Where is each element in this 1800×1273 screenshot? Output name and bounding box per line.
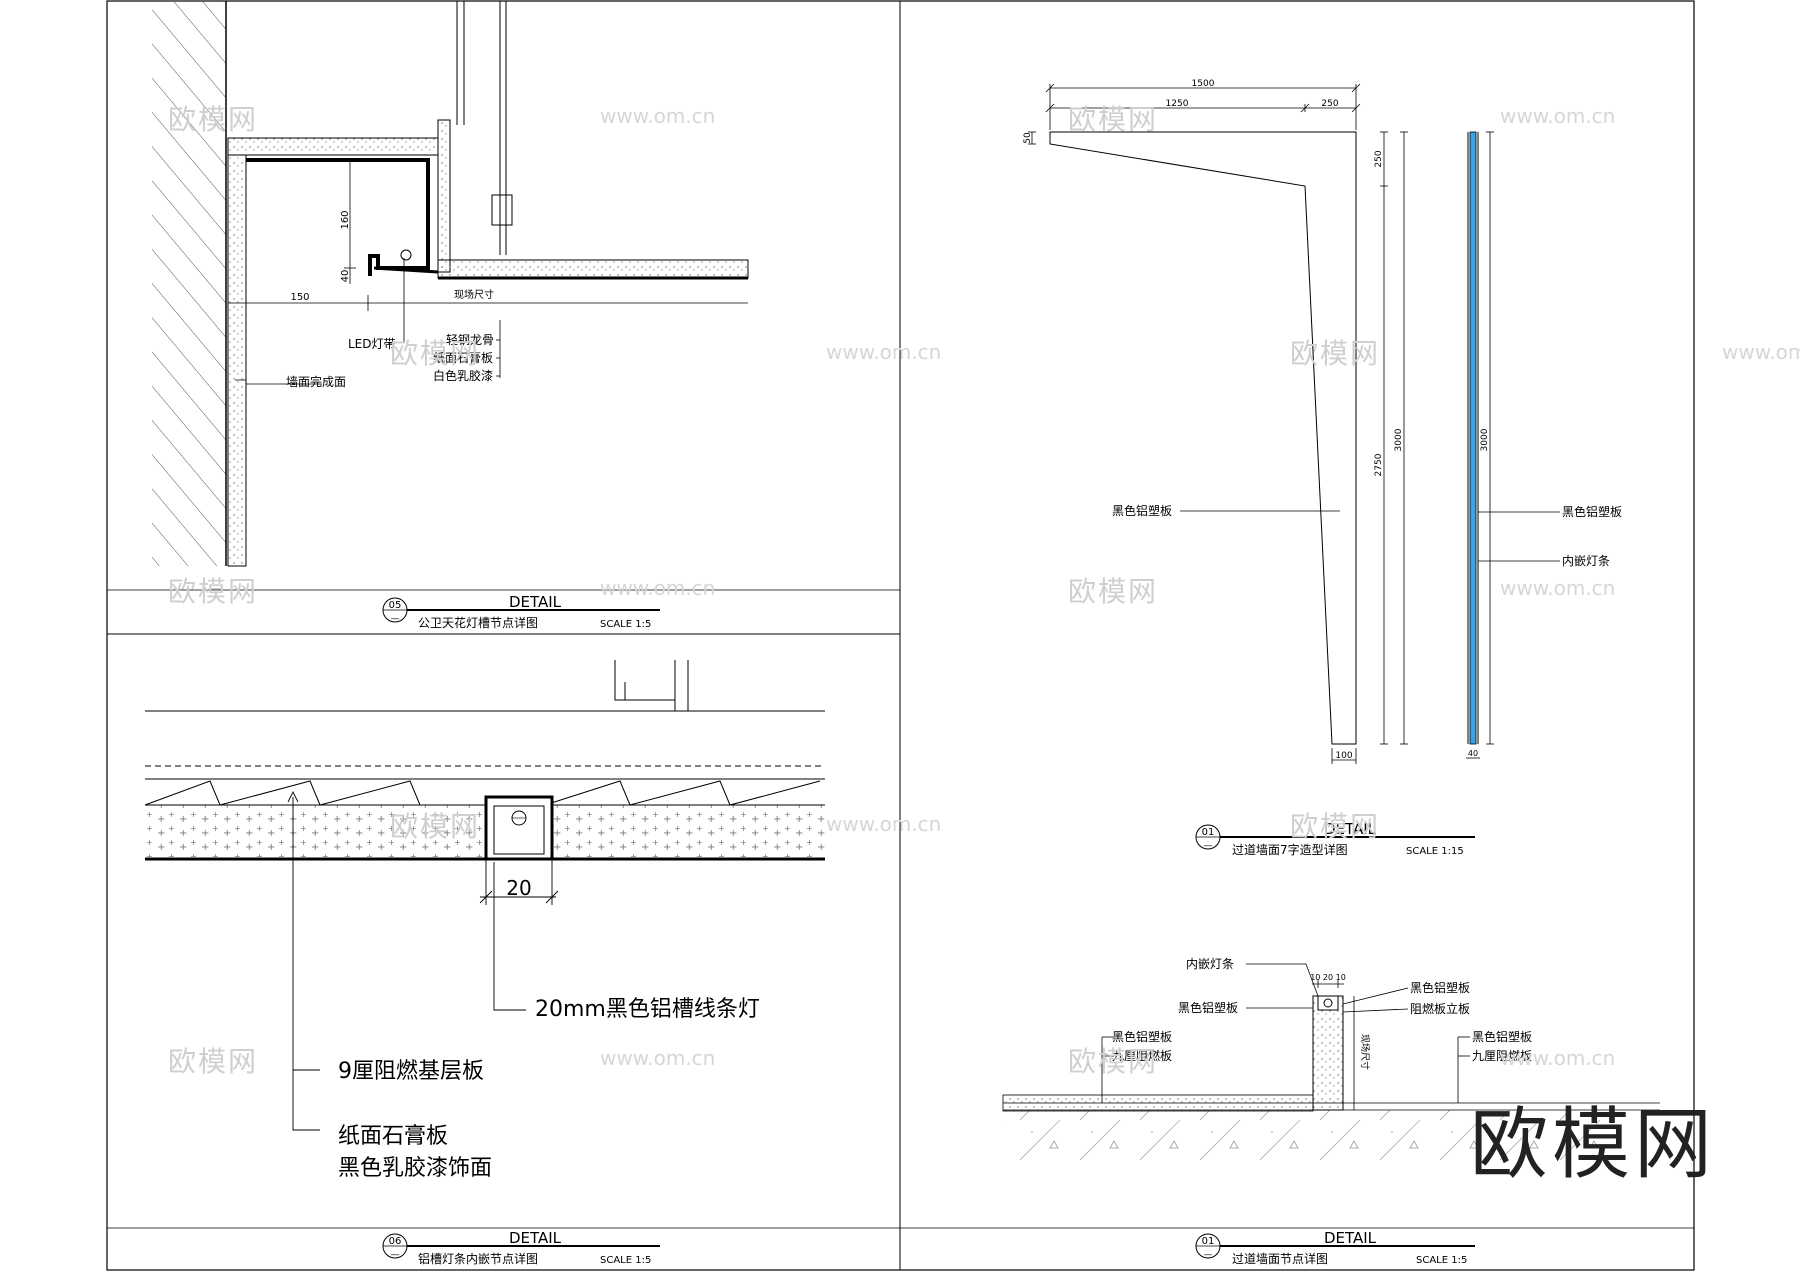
detail-05-title-block: 05 — DETAIL 公卫天花灯槽节点详图 SCALE 1:5 [382, 593, 660, 630]
detail-01a-sub: — [1204, 841, 1213, 851]
detail-06-heading: DETAIL [509, 1229, 562, 1247]
label-black-paint: 黑色乳胶漆饰面 [338, 1156, 492, 1181]
label-panel-mid-left: 黑色铝塑板 [1178, 1000, 1238, 1015]
label-keel: 轻钢龙骨 [446, 333, 494, 347]
label-embedded-strip: 内嵌灯条 [1562, 554, 1610, 568]
dim-250-side: 250 [1374, 150, 1384, 167]
detail-01-wall-section: 10 20 10 现场尺寸 内嵌灯条 黑色铝塑板 黑色铝塑板 阻燃板立板 黑色铝… [1000, 957, 1660, 1160]
label-slot-light: 20mm黑色铝槽线条灯 [535, 997, 760, 1022]
label-left-panel: 黑色铝塑板 [1112, 1029, 1172, 1044]
dim-40: 40 [340, 270, 351, 283]
label-right-board: 九厘阻燃板 [1472, 1048, 1532, 1063]
detail-01a-title-block: 01 — DETAIL 过道墙面7字造型详图 SCALE 1:15 [1195, 820, 1475, 857]
detail-01b-title-block: 01 — DETAIL 过道墙面节点详图 SCALE 1:5 [1195, 1229, 1475, 1266]
dim-250-top: 250 [1321, 99, 1338, 109]
label-gypsum: 纸面石膏板 [433, 350, 493, 365]
label-led-strip: LED灯带 [348, 337, 396, 351]
dim-2750: 2750 [1374, 453, 1384, 476]
dim-3000-side: 3000 [1480, 428, 1490, 451]
dim-50: 50 [1023, 132, 1033, 144]
detail-06-drawing: 20 20mm黑色铝槽线条灯 9厘阻燃基层板 纸面石膏板 黑色乳胶漆饰面 [144, 660, 825, 1181]
sheet-frame [106, 0, 1695, 1271]
label-fire-board: 阻燃板立板 [1410, 1001, 1470, 1016]
detail-05-title: 公卫天花灯槽节点详图 [418, 615, 538, 630]
detail-01b-title: 过道墙面节点详图 [1232, 1251, 1328, 1266]
dim-site: 现场尺寸 [1359, 1034, 1371, 1070]
detail-01a-scale: SCALE 1:15 [1406, 846, 1464, 857]
detail-01b-scale: SCALE 1:5 [1416, 1255, 1467, 1266]
detail-05-sub: — [391, 614, 400, 624]
detail-06-title-block: 06 — DETAIL 铝槽灯条内嵌节点详图 SCALE 1:5 [382, 1229, 660, 1266]
detail-05-scale: SCALE 1:5 [600, 619, 651, 630]
label-left-board: 九厘阻燃板 [1112, 1048, 1172, 1063]
dim-40-side: 40 [1468, 749, 1478, 758]
detail-05-drawing: 160 40 150 现场尺寸 LED灯带 墙面完成面 轻钢龙骨 纸面石膏板 白… [152, 1, 749, 567]
label-aluminum-panel-right: 黑色铝塑板 [1562, 504, 1622, 519]
label-strip: 内嵌灯条 [1186, 957, 1234, 971]
detail-05-heading: DETAIL [509, 593, 562, 611]
detail-01-seven-shape: 1500 1250 250 50 250 2750 3000 100 黑色铝塑板… [1023, 79, 1622, 764]
label-base-board: 9厘阻燃基层板 [338, 1059, 484, 1084]
label-paint: 白色乳胶漆 [433, 368, 493, 383]
label-wall-finish: 墙面完成面 [286, 374, 346, 389]
detail-06-number: 06 [389, 1236, 402, 1247]
dim-100: 100 [1335, 751, 1352, 761]
dim-1250: 1250 [1166, 99, 1189, 109]
label-panel-top-right: 黑色铝塑板 [1410, 980, 1470, 995]
detail-01b-sub: — [1204, 1250, 1213, 1260]
detail-01b-heading: DETAIL [1324, 1229, 1377, 1247]
label-aluminum-panel-left: 黑色铝塑板 [1112, 503, 1172, 518]
detail-01b-number: 01 [1202, 1236, 1215, 1247]
detail-06-sub: — [391, 1250, 400, 1260]
detail-06-title: 铝槽灯条内嵌节点详图 [418, 1251, 538, 1266]
dim-150: 150 [290, 292, 309, 303]
dim-3000: 3000 [1394, 428, 1404, 451]
label-gypsum-board: 纸面石膏板 [338, 1124, 448, 1149]
dim-top-widths: 10 20 10 [1310, 973, 1346, 982]
label-right-panel: 黑色铝塑板 [1472, 1029, 1532, 1044]
detail-01a-heading: DETAIL [1324, 820, 1377, 838]
detail-06-scale: SCALE 1:5 [600, 1255, 651, 1266]
brand-logo: 欧模网 [1470, 1100, 1717, 1190]
detail-05-number: 05 [389, 600, 402, 611]
dim-20: 20 [506, 876, 531, 900]
dim-1500: 1500 [1192, 79, 1215, 89]
detail-01a-title: 过道墙面7字造型详图 [1232, 842, 1348, 857]
dim-site-size: 现场尺寸 [454, 288, 494, 301]
detail-01a-number: 01 [1202, 827, 1215, 838]
dim-160: 160 [340, 210, 351, 229]
